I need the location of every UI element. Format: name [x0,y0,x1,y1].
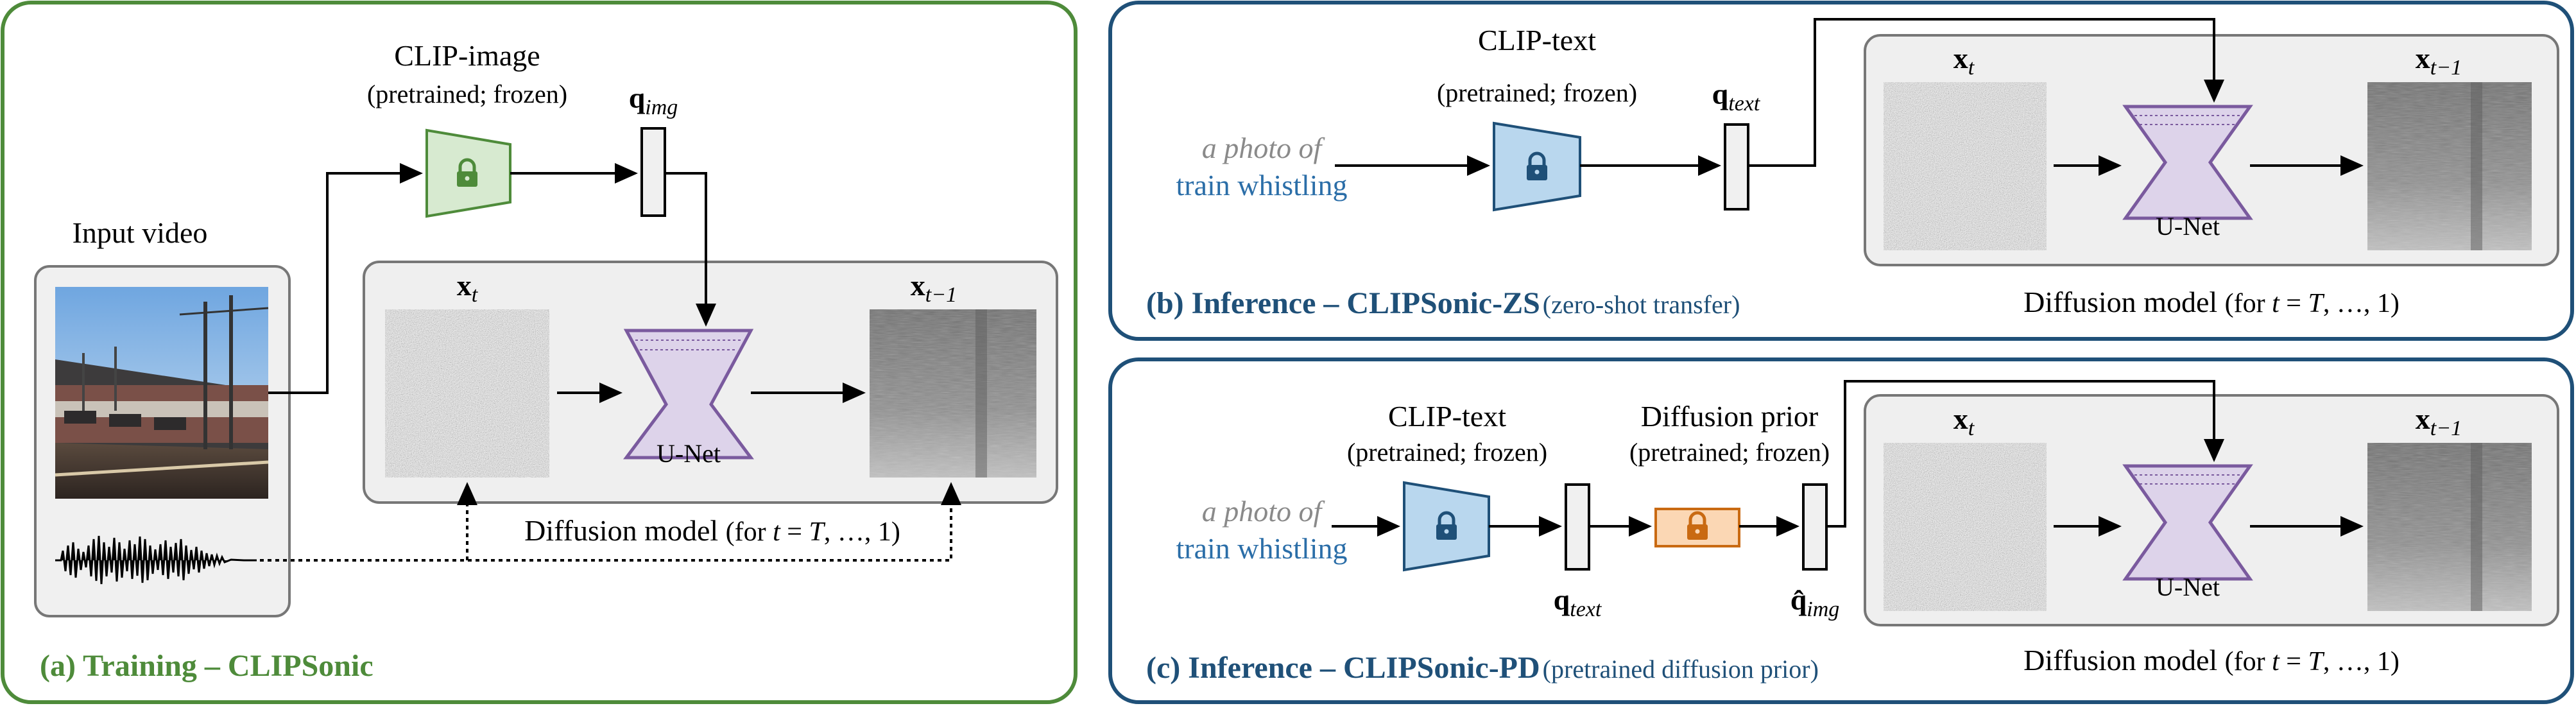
panel-inference-pd: a photo of train whistling CLIP-text (pr… [1108,357,2574,704]
prior-title: Diffusion prior [1641,400,1818,433]
audio-waveform-icon [55,535,257,585]
xt-label: xt [457,269,479,307]
lock-icon [1527,151,1547,180]
clip-text-c-title: CLIP-text [1388,400,1506,433]
unet-c-shape [2122,464,2253,581]
unet-label: U-Net [657,439,721,468]
q-img-c-vector [1802,483,1828,571]
xt1-b-label: xt−1 [2416,42,2462,80]
qimg-to-unet-c-arrow [1826,380,2224,528]
q-text-c-vector [1565,483,1590,571]
lock-icon [1436,511,1457,540]
unet-c-label: U-Net [2156,573,2220,601]
lock-icon [457,158,477,187]
diffusion-model-b-label: Diffusion model (for t = T, …, 1) [2023,286,2400,318]
prior-subtitle: (pretrained; frozen) [1629,438,1830,467]
clip-image-title: CLIP-image [394,39,540,72]
train-station-photo [55,287,269,499]
prompt-c-line1: a photo of [1202,495,1326,528]
noise-spectrogram [1884,82,2047,250]
video-to-encoder-arrow [268,163,423,394]
panel-zs-title: (b) Inference – CLIPSonic-ZS (zero-shot … [1146,286,1740,320]
q-to-unet-arrow [665,172,716,327]
xt-b-label: xt [1953,42,1975,80]
diffusion-model-c-label: Diffusion model (for t = T, …, 1) [2023,644,2400,676]
clip-text-c-subtitle: (pretrained; frozen) [1347,438,1547,467]
xt1-label: xt−1 [911,269,957,307]
q-text-b-vector [1724,123,1749,211]
noise-spectrogram [385,309,549,478]
prompt-c-line2: train whistling [1176,532,1347,565]
xt-c-label: xt [1953,402,1975,440]
unet-b-label: U-Net [2156,212,2220,241]
noise-spectrogram [1884,443,2047,611]
q-text-c-label: qtext [1554,583,1602,621]
prompt-b-line1: a photo of [1202,132,1326,164]
q-img-vector [640,127,666,217]
q-text-b-label: qtext [1712,78,1761,116]
clip-text-b-title: CLIP-text [1478,24,1596,56]
audio-to-diffusion-dotted [260,482,961,562]
denoised-spectrogram [870,309,1036,478]
denoised-spectrogram [2367,443,2532,611]
unet-shape [623,329,754,460]
q-img-label: qimg [629,82,678,119]
clip-text-b-subtitle: (pretrained; frozen) [1437,78,1637,107]
unet-b-shape [2122,105,2253,220]
panel-training: Input video CLIP-image (pretrained; froz… [1,1,1078,704]
qhat-img-label: q̂img [1790,583,1840,621]
panel-training-title: (a) Training – CLIPSonic [40,649,374,683]
diffusion-model-label: Diffusion model (for t = T, …, 1) [524,514,900,547]
panel-inference-zs: a photo of train whistling CLIP-text (pr… [1108,1,2574,341]
panel-pd-frame [1108,357,2574,704]
panel-zs-frame [1108,1,2574,341]
prompt-b-line2: train whistling [1176,169,1347,202]
q-to-unet-b-arrow [1748,18,2224,167]
panel-training-frame [1,1,1078,704]
input-video-label: Input video [73,216,208,249]
clip-image-subtitle: (pretrained; frozen) [367,80,567,108]
lock-icon [1687,511,1708,540]
xt1-c-label: xt−1 [2416,402,2462,440]
denoised-spectrogram [2367,82,2532,250]
panel-pd-title: (c) Inference – CLIPSonic-PD (pretrained… [1146,651,1819,685]
